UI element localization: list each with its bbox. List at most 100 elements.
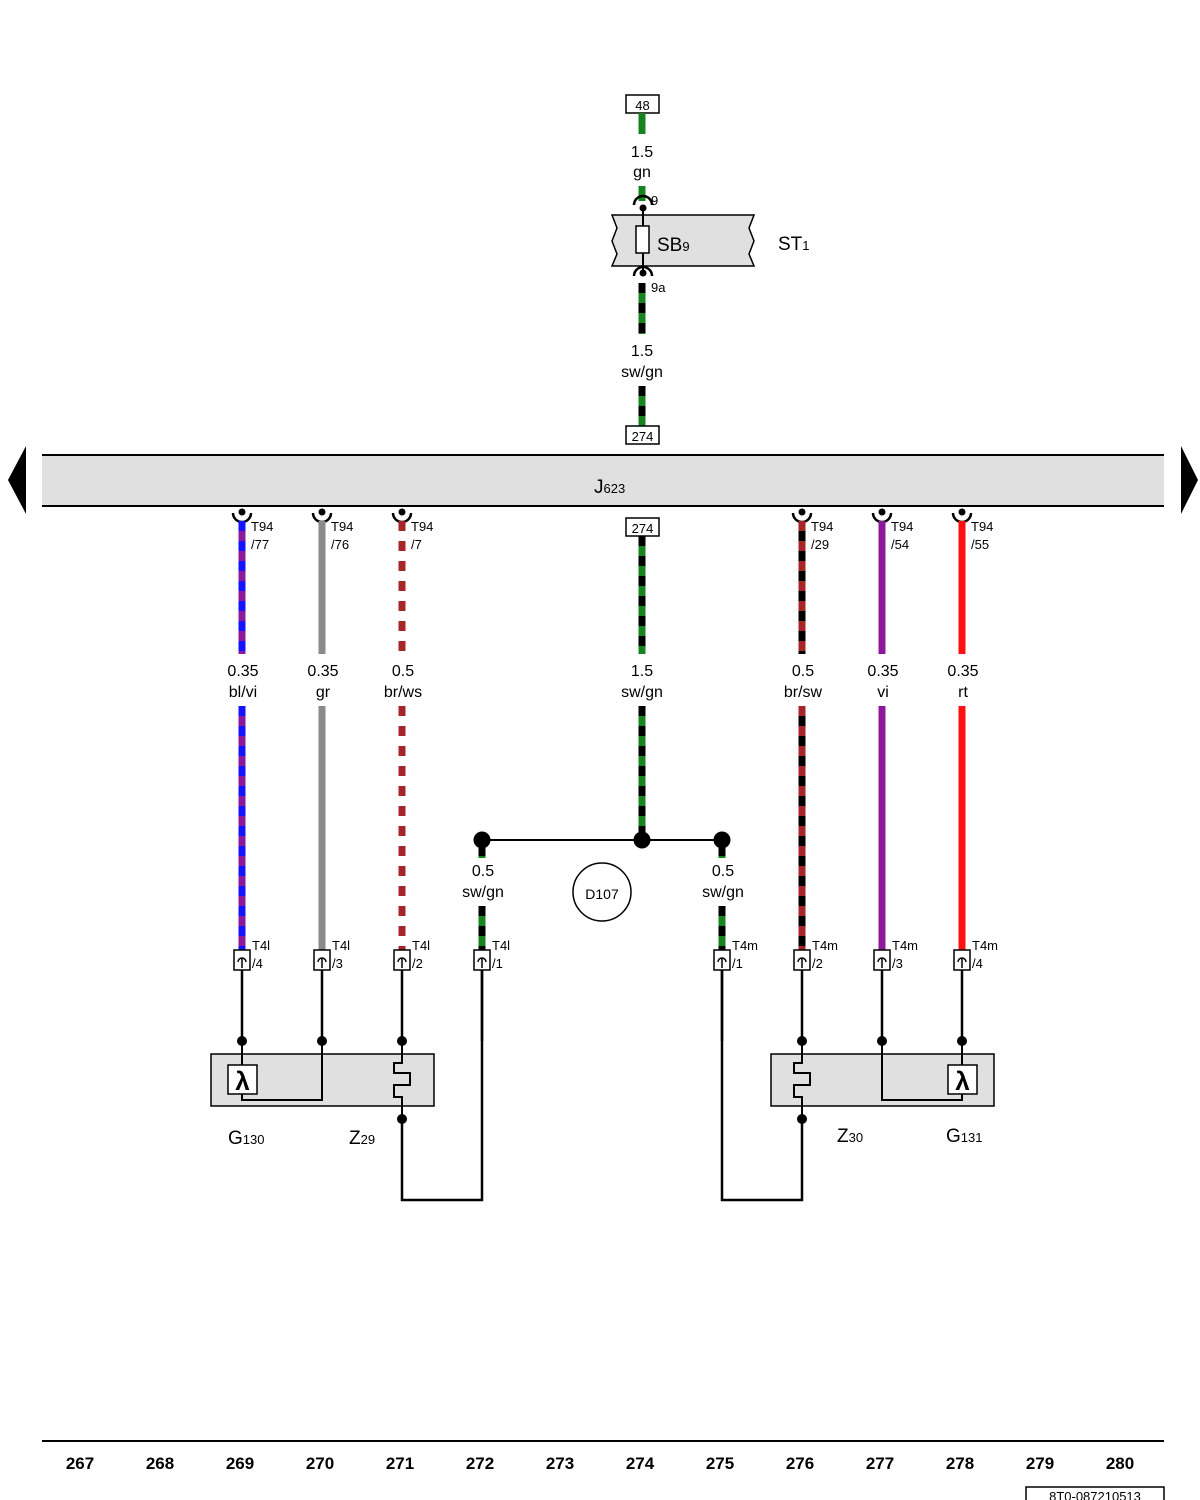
- column-number: 273: [546, 1454, 574, 1473]
- ecu-pin-id: T94: [251, 519, 273, 534]
- document-id-box: [1025, 1486, 1165, 1500]
- ecu-pin-number: /76: [331, 537, 349, 552]
- connector-w29-id: T4m: [812, 938, 838, 953]
- connector-w7[interactable]: T4l/2: [393, 938, 430, 1041]
- ecu-pin-id: T94: [971, 519, 993, 534]
- wire-size: 0.35: [307, 663, 338, 680]
- control-unit-label: J623: [594, 477, 625, 498]
- ref-box-center-label: 274: [632, 521, 654, 536]
- connector-splice-right[interactable]: T4m/1: [713, 938, 758, 1041]
- fuse-holder-label: ST1: [778, 234, 810, 255]
- left-sensor-label: G130: [228, 1128, 264, 1149]
- connector-w29[interactable]: T4m/2: [793, 938, 838, 1041]
- triangle-right-icon[interactable]: [1181, 446, 1198, 514]
- wire-color: vi: [877, 684, 889, 701]
- connector-w54[interactable]: T4m/3: [873, 938, 918, 1041]
- wire-size: 0.35: [947, 663, 978, 680]
- column-number: 278: [946, 1454, 974, 1473]
- ecu-pin-id: T94: [411, 519, 433, 534]
- right-heater-element-icon: [793, 1041, 811, 1119]
- ecu-pin-id: T94: [331, 519, 353, 534]
- left-heater-label: Z29: [349, 1128, 375, 1149]
- column-number: 270: [306, 1454, 334, 1473]
- fuse-pin-in: 9: [651, 193, 658, 208]
- feed-wire-bottom-size: 1.5: [631, 343, 653, 360]
- feed-wire-top-size: 1.5: [631, 144, 653, 161]
- control-unit-body: [42, 455, 1164, 506]
- column-number: 267: [66, 1454, 94, 1473]
- column-number: 276: [786, 1454, 814, 1473]
- splice-label: D107: [585, 886, 619, 902]
- document-id: 8T0-087210513: [1049, 1489, 1141, 1500]
- wire-w77[interactable]: T94/77 0.35 bl/vi: [227, 508, 273, 951]
- fuse-pin-out: 9a: [651, 280, 666, 295]
- right-sensor-label: G131: [946, 1126, 982, 1147]
- feed-wire-top-color: gn: [633, 164, 651, 181]
- connector-w76[interactable]: T4l/3: [313, 938, 350, 1041]
- ecu-pin-number: /7: [411, 537, 422, 552]
- connector-w29-pin: /2: [812, 956, 823, 971]
- wire-size: 0.35: [227, 663, 258, 680]
- column-number: 268: [146, 1454, 174, 1473]
- connector-w54-id: T4m: [892, 938, 918, 953]
- splice-marker[interactable]: [572, 862, 632, 922]
- connector-splice-left-id: T4l: [492, 938, 510, 953]
- wire-color: bl/vi: [229, 684, 257, 701]
- ref-box-bottom[interactable]: [625, 425, 660, 445]
- wire-size: 0.35: [867, 663, 898, 680]
- splice-right-size: 0.5: [712, 863, 734, 880]
- ecu-pin-number: /77: [251, 537, 269, 552]
- connector-w55-id: T4m: [972, 938, 998, 953]
- connector-splice-left[interactable]: T4l/1: [473, 938, 510, 1041]
- connector-w7-id: T4l: [412, 938, 430, 953]
- lambda-sensor-icon: [947, 1064, 978, 1095]
- column-number: 279: [1026, 1454, 1054, 1473]
- lambda-symbol-right: λ: [955, 1066, 970, 1096]
- connector-w55-pin: /4: [972, 956, 983, 971]
- ref-box-top-label: 48: [635, 98, 649, 113]
- splice-node-right: [713, 831, 731, 849]
- column-number: 280: [1106, 1454, 1134, 1473]
- ecu-wire-group: T94/77 0.35 bl/vi T94/76 0.35 gr T94/7 0.5 br/ws…: [227, 508, 993, 951]
- column-number: 272: [466, 1454, 494, 1473]
- ecu-pin-number: /29: [811, 537, 829, 552]
- wire-color: br/ws: [384, 684, 422, 701]
- column-number: 275: [706, 1454, 734, 1473]
- wire-w29[interactable]: T94/29 0.5 br/sw: [784, 508, 834, 951]
- right-heater-return-wire: [720, 970, 804, 1202]
- ecu-pin-id: T94: [811, 519, 833, 534]
- connector-w55[interactable]: T4m/4: [953, 938, 998, 1041]
- wire-color: gr: [316, 684, 331, 701]
- ecu-pin-number: /54: [891, 537, 909, 552]
- column-number: 269: [226, 1454, 254, 1473]
- connector-w77-pin: /4: [252, 956, 263, 971]
- connector-w77[interactable]: T4l/4: [233, 938, 270, 1041]
- fuse-symbol-icon[interactable]: [635, 225, 650, 254]
- column-number: 274: [626, 1454, 655, 1473]
- center-wire-size: 1.5: [631, 663, 653, 680]
- lambda-symbol-left: λ: [235, 1066, 250, 1096]
- splice-left-size: 0.5: [472, 863, 494, 880]
- connector-w77-id: T4l: [252, 938, 270, 953]
- pin-socket-icon: [632, 194, 654, 206]
- wire-size: 0.5: [392, 663, 414, 680]
- triangle-left-icon[interactable]: [8, 446, 26, 514]
- wire-color: br/sw: [784, 684, 823, 701]
- center-wire-color: sw/gn: [621, 684, 663, 701]
- wire-w7[interactable]: T94/7 0.5 br/ws: [384, 508, 434, 951]
- connector-w76-id: T4l: [332, 938, 350, 953]
- feed-wire-bottom-color: sw/gn: [621, 364, 663, 381]
- left-heater-return-wire: [400, 970, 484, 1202]
- connector-splice-right-id: T4m: [732, 938, 758, 953]
- splice-node-center: [633, 831, 651, 849]
- wire-color: rt: [958, 684, 968, 701]
- column-number: 271: [386, 1454, 414, 1473]
- wire-size: 0.5: [792, 663, 814, 680]
- wire-w76[interactable]: T94/76 0.35 gr: [307, 508, 353, 951]
- right-heater-label: Z30: [837, 1126, 863, 1147]
